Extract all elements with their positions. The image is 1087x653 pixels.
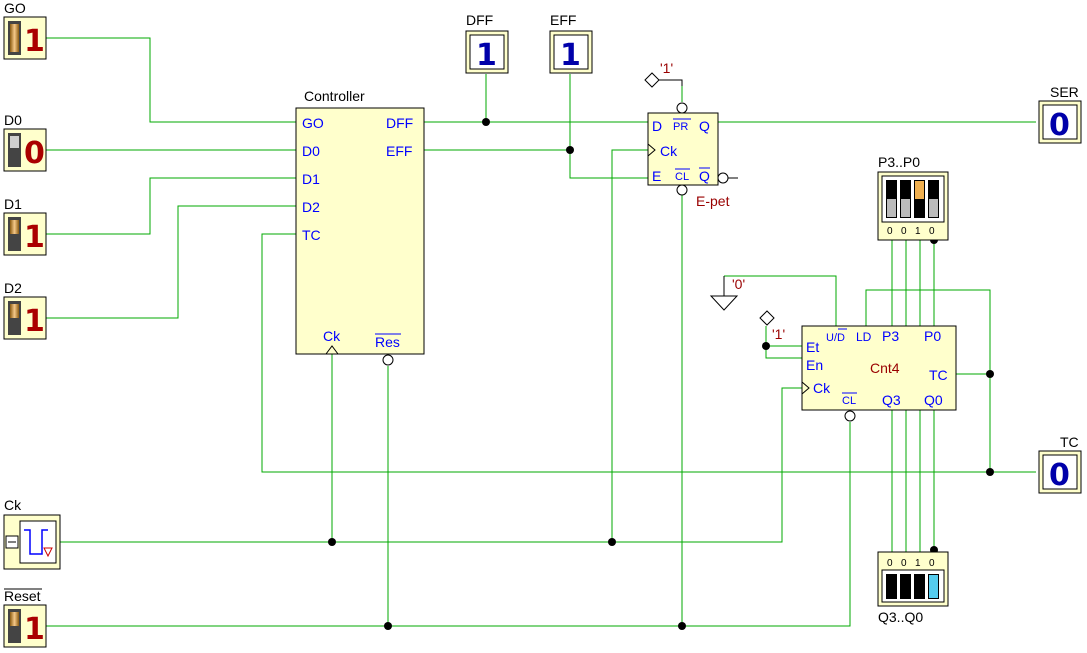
- flipflop-name: E-pet: [696, 193, 730, 209]
- dff-value: 1: [476, 38, 497, 73]
- go-value: 1: [24, 24, 45, 59]
- constant-one-marker-cnt: [759, 310, 775, 326]
- switch-d1[interactable]: D1 1: [3, 196, 47, 256]
- cnt-port-ck: Ck: [813, 380, 831, 396]
- counter-name: Cnt4: [870, 360, 900, 376]
- controller-port-eff: EFF: [386, 143, 412, 159]
- d1-label: D1: [4, 196, 22, 212]
- controller-port-d0: D0: [302, 143, 320, 159]
- junctions: [328, 118, 994, 630]
- controller-title: Controller: [304, 88, 365, 104]
- switch-reset[interactable]: Reset 1: [3, 588, 47, 648]
- switch-d2[interactable]: D2 1: [3, 280, 47, 340]
- d1-value: 1: [24, 220, 45, 255]
- reset-value: 1: [24, 612, 45, 647]
- counter-const-zero: '0': [732, 276, 745, 292]
- cnt-port-et: Et: [806, 339, 819, 355]
- flipflop-block[interactable]: '1' D PR Q Ck E CL Q E-pet: [644, 60, 738, 209]
- d2-value: 1: [24, 304, 45, 339]
- controller-port-ck: Ck: [323, 328, 341, 344]
- d2-label: D2: [4, 280, 22, 296]
- cnt-port-ud: U/D: [826, 332, 845, 344]
- cnt-port-p3: P3: [882, 328, 899, 344]
- tc-label: TC: [1060, 434, 1079, 450]
- p-mark-0: 0: [929, 226, 935, 237]
- cnt-port-en: En: [806, 357, 823, 373]
- ff-port-ck: Ck: [660, 143, 678, 159]
- p-mark-1: 1: [915, 226, 921, 237]
- wires: [46, 37, 1036, 627]
- ser-value: 0: [1049, 108, 1070, 143]
- ck-label: Ck: [4, 497, 22, 513]
- p-mark-3: 0: [887, 226, 893, 237]
- probe-tc: TC 0: [1038, 434, 1082, 494]
- probe-eff: EFF 1: [549, 12, 593, 74]
- cnt-port-ld: LD: [856, 330, 872, 344]
- q-mark-0: 0: [929, 558, 935, 569]
- p-mark-2: 0: [901, 226, 907, 237]
- ser-label: SER: [1050, 84, 1079, 100]
- d0-value: 0: [24, 136, 45, 171]
- clock-source[interactable]: Ck: [3, 497, 61, 570]
- ground-icon: [709, 295, 739, 311]
- cnt-port-cl: CL: [842, 395, 856, 407]
- ff-port-qn: Q: [699, 168, 710, 184]
- ff-port-cl: CL: [675, 171, 689, 183]
- switch-d0[interactable]: D0 0: [3, 112, 47, 172]
- d0-label: D0: [4, 112, 22, 128]
- probe-dff: DFF 1: [465, 12, 509, 74]
- switch-go[interactable]: GO 1: [3, 0, 47, 60]
- controller-port-res: Res: [375, 334, 400, 350]
- dip-q3q0: 0 0 1 0 Q3..Q0: [877, 551, 949, 625]
- cnt-port-q0: Q0: [924, 392, 943, 408]
- probe-ser: SER 0: [1038, 84, 1082, 144]
- ff-port-pr: PR: [673, 121, 688, 133]
- q-mark-1: 1: [915, 558, 921, 569]
- eff-value: 1: [560, 38, 581, 73]
- ff-port-q: Q: [699, 118, 710, 134]
- reset-label: Reset: [4, 588, 41, 604]
- q-mark-2: 0: [901, 558, 907, 569]
- q-mark-3: 0: [887, 558, 893, 569]
- cnt-port-tc: TC: [929, 367, 948, 383]
- cnt-port-q3: Q3: [882, 392, 901, 408]
- counter-block[interactable]: '0' '1' U/D LD P3 P0 Et En Cnt4 TC Ck CL…: [709, 276, 957, 422]
- flipflop-const: '1': [660, 60, 673, 76]
- controller-port-dff: DFF: [386, 115, 413, 131]
- q3q0-label: Q3..Q0: [878, 609, 923, 625]
- constant-one-marker-ff: [644, 72, 660, 88]
- controller-port-tc: TC: [302, 227, 321, 243]
- counter-const-one: '1': [772, 326, 785, 342]
- ff-port-d: D: [652, 118, 662, 134]
- controller-port-d2: D2: [302, 199, 320, 215]
- go-label: GO: [4, 0, 26, 16]
- controller-port-go: GO: [302, 115, 324, 131]
- dip-p3p0[interactable]: P3..P0 0 0 1 0: [877, 154, 949, 241]
- dff-label: DFF: [466, 12, 493, 28]
- eff-label: EFF: [550, 12, 576, 28]
- controller-block[interactable]: Controller GO D0 D1 D2 TC DFF EFF Ck Res: [295, 88, 425, 366]
- tc-value: 0: [1049, 458, 1070, 493]
- ff-port-e: E: [652, 168, 661, 184]
- p3p0-label: P3..P0: [878, 154, 920, 170]
- controller-port-d1: D1: [302, 171, 320, 187]
- cnt-port-p0: P0: [924, 328, 941, 344]
